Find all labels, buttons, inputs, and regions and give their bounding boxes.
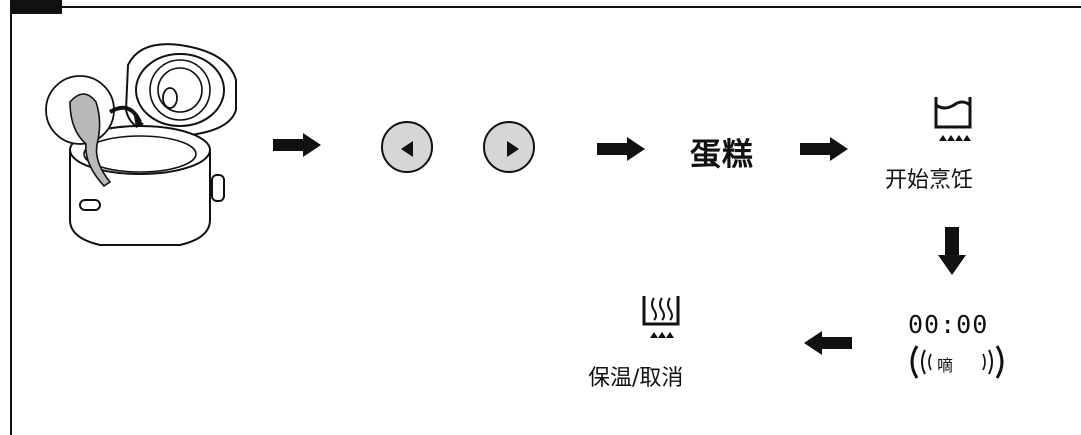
cake-label: 蛋糕 bbox=[690, 137, 754, 173]
diagram-frame bbox=[10, 6, 1081, 435]
arrow-icon bbox=[804, 331, 852, 355]
triangle-left-icon bbox=[401, 141, 413, 157]
arrow-icon bbox=[597, 137, 645, 161]
arrow-icon bbox=[800, 137, 848, 161]
keep-warm-cancel-label: 保温/取消 bbox=[588, 366, 684, 391]
left-button[interactable] bbox=[381, 121, 433, 173]
start-cooking-label: 开始烹饪 bbox=[885, 168, 974, 193]
rice-cooker-icon bbox=[45, 43, 237, 246]
sound-waves-icon bbox=[910, 345, 1004, 379]
corner-tab bbox=[10, 0, 62, 14]
timer-display: 00:00 bbox=[908, 310, 989, 339]
beep-indicator: 嘀 bbox=[907, 342, 1007, 382]
beep-label: 嘀 bbox=[937, 356, 954, 375]
arrow-icon bbox=[273, 133, 321, 157]
arrow-icon bbox=[938, 227, 966, 275]
triangle-right-icon bbox=[507, 141, 519, 157]
keep-warm-pot-icon bbox=[642, 296, 680, 338]
right-button[interactable] bbox=[483, 121, 535, 173]
cooking-pot-icon bbox=[934, 97, 972, 141]
